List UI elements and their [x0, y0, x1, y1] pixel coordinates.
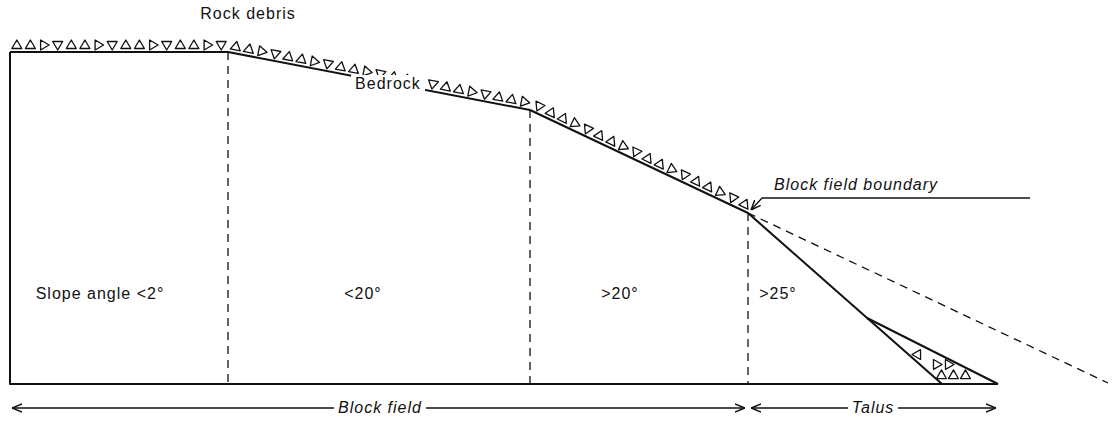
debris-triangle	[121, 40, 131, 49]
debris-triangle	[216, 42, 226, 51]
debris-triangle	[594, 128, 607, 140]
debris-triangle	[581, 124, 594, 136]
debris-triangle	[296, 53, 307, 63]
layer-label: Rock debris	[196, 5, 299, 23]
debris-triangle	[310, 56, 320, 67]
debris-triangle	[493, 91, 504, 101]
slope-angle: <20°	[340, 285, 386, 303]
debris-triangle	[25, 40, 35, 49]
leader-arrow	[751, 198, 762, 210]
debris-triangle	[349, 63, 360, 73]
debris-triangle	[690, 174, 703, 186]
layer-label: Bedrock	[351, 75, 425, 93]
debris-triangle	[107, 42, 117, 51]
debris-triangle	[532, 101, 545, 113]
talus-surface	[867, 318, 998, 384]
debris-triangle	[204, 40, 213, 50]
debris-triangle	[427, 80, 438, 90]
debris-triangle	[283, 51, 294, 61]
debris-triangle	[230, 41, 241, 51]
boundary-label: Block field boundary	[770, 176, 942, 194]
debris-triangle	[454, 83, 465, 93]
debris-triangle	[557, 111, 570, 123]
debris-triangle	[703, 180, 716, 192]
debris-triangle	[941, 359, 954, 371]
debris-triangle	[912, 347, 925, 359]
slope-angle: >20°	[597, 285, 643, 303]
debris-triangle	[960, 370, 972, 383]
debris-triangle	[468, 86, 478, 97]
zone-divider	[529, 110, 530, 384]
extent-label: Block field	[334, 399, 426, 417]
debris-triangle	[335, 61, 346, 71]
base-line	[10, 52, 998, 384]
debris-triangle	[95, 40, 104, 50]
debris-triangle	[175, 40, 185, 49]
debris-triangle	[506, 93, 517, 103]
debris-triangle	[936, 370, 948, 383]
debris-triangle	[162, 42, 172, 51]
debris-triangle	[41, 40, 50, 50]
debris-triangle	[134, 40, 144, 49]
bedrock-surface	[10, 52, 942, 384]
slope-angle: Slope angle <2°	[32, 285, 169, 303]
slope-angle: >25°	[755, 285, 801, 303]
debris-triangle	[440, 81, 451, 91]
extent-label: Talus	[848, 399, 899, 417]
debris-triangle	[189, 40, 199, 49]
debris-triangle	[243, 43, 254, 53]
debris-triangle	[480, 90, 491, 100]
debris-triangle	[726, 193, 739, 205]
zone-divider	[227, 52, 228, 384]
debris-triangle	[520, 96, 530, 107]
debris-triangle	[667, 163, 679, 176]
debris-triangle	[929, 359, 942, 371]
debris-triangle	[629, 147, 642, 159]
debris-triangle	[606, 134, 619, 146]
debris-triangle	[570, 118, 582, 131]
label-underline	[762, 197, 1030, 198]
debris-triangle	[739, 197, 752, 209]
debris-triangle	[322, 60, 333, 70]
debris-triangle	[12, 40, 22, 49]
debris-triangle	[642, 151, 655, 163]
debris-triangle	[618, 141, 630, 154]
zone-divider	[747, 213, 748, 384]
debris-triangle	[53, 42, 63, 51]
debris-triangle	[545, 106, 558, 118]
debris-triangle	[678, 170, 691, 182]
debris-triangle	[258, 46, 268, 57]
debris-triangle	[66, 40, 76, 49]
debris-triangle	[948, 370, 960, 383]
debris-triangle	[715, 186, 727, 199]
debris-triangle	[80, 40, 90, 49]
projected-slope	[748, 213, 1108, 383]
debris-symbols	[12, 40, 973, 383]
debris-triangle	[654, 157, 667, 169]
debris-triangle	[269, 50, 280, 60]
debris-triangle	[150, 40, 159, 50]
